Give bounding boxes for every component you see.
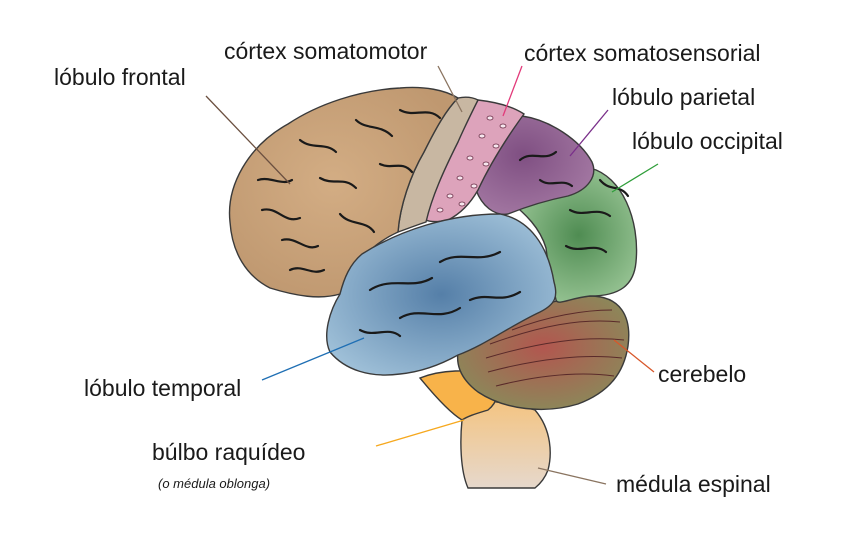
label-parietal-lobe: lóbulo parietal (612, 84, 756, 110)
frontal-lobe-region (228, 86, 460, 298)
leader-line-spinal (537, 467, 607, 485)
cerebellum-folds (485, 309, 625, 387)
leader-line-temporal (261, 337, 365, 381)
sensory-dots (436, 115, 507, 213)
label-temporal-lobe: lóbulo temporal (84, 375, 242, 401)
label-occipital-lobe: lóbulo occipital (632, 128, 783, 154)
frontal-folds (256, 108, 442, 273)
label-somatomotor-cortex: córtex somatomotor (224, 38, 428, 64)
occipital-folds (564, 178, 630, 254)
leader-line-medulla (375, 419, 465, 447)
label-cerebellum: cerebelo (658, 361, 747, 387)
leader-line-cerebellum (613, 339, 655, 373)
label-somatosensory-cortex: córtex somatosensorial (524, 40, 761, 66)
label-medulla: búlbo raquídeo (152, 439, 306, 465)
leader-line-parietal (569, 109, 609, 157)
leader-line-sensory (502, 65, 523, 117)
label-frontal-lobe: lóbulo frontal (54, 64, 186, 90)
label-spinal-cord: médula espinal (616, 471, 771, 497)
temporal-lobe-region (326, 213, 557, 376)
leader-line-occipital (611, 163, 659, 193)
leader-line-frontal (205, 95, 291, 185)
temporal-folds (358, 250, 522, 338)
parietal-folds (518, 150, 574, 188)
leader-line-motor (437, 65, 463, 113)
label-medulla-note: (o médula oblonga) (158, 476, 271, 491)
